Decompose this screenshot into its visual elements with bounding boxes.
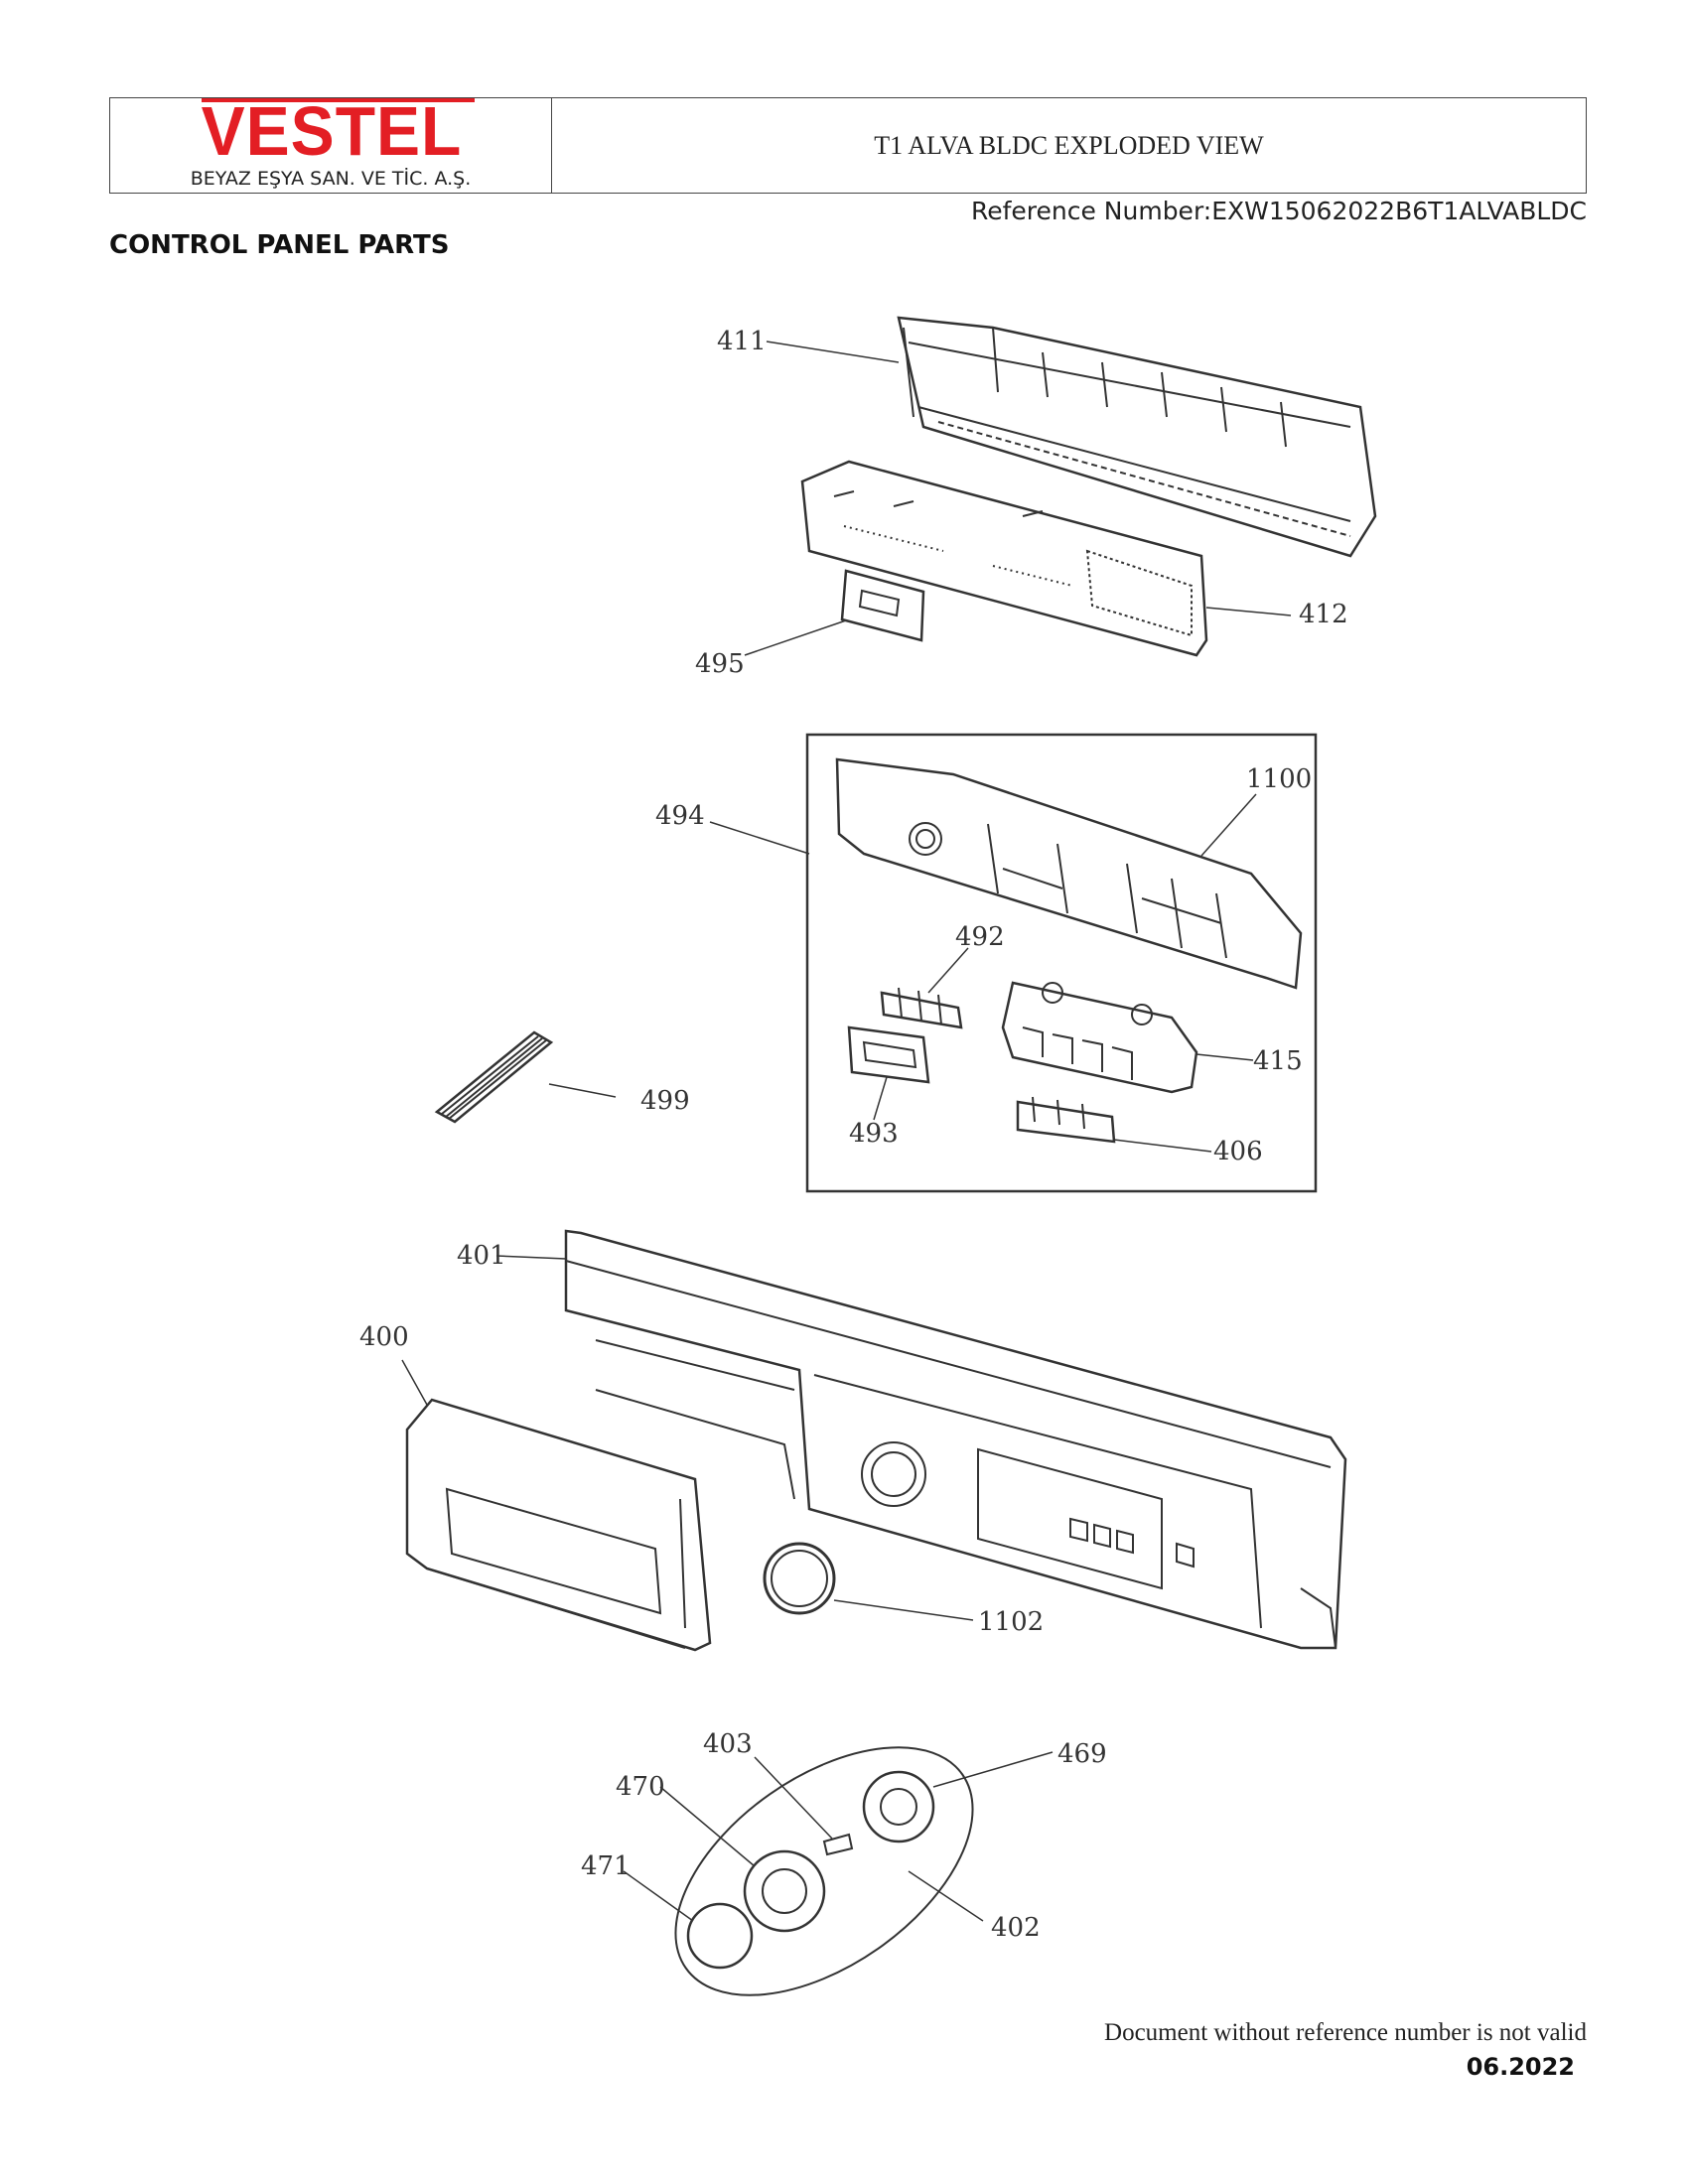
label-403: 403	[703, 1729, 753, 1759]
label-406: 406	[1213, 1137, 1263, 1166]
company-name: BEYAZ EŞYA SAN. VE TİC. A.Ş.	[190, 168, 472, 190]
section-title: CONTROL PANEL PARTS	[109, 230, 450, 260]
part-412-pcb	[800, 460, 1208, 657]
part-1100-button-frame	[835, 757, 1303, 990]
part-400-drawer	[405, 1398, 712, 1652]
part-406-switch	[1016, 1096, 1116, 1144]
part-401-control-panel	[564, 1229, 1347, 1650]
label-415: 415	[1253, 1046, 1303, 1076]
label-471: 471	[581, 1851, 631, 1881]
label-492: 492	[955, 922, 1005, 952]
part-402-knob-assembly	[674, 1746, 974, 1996]
part-495-display-board	[840, 569, 925, 642]
part-494-group-box	[805, 733, 1318, 1193]
part-411-frame	[897, 316, 1377, 558]
document-title: T1 ALVA BLDC EXPLODED VIEW	[874, 130, 1264, 160]
footer-validity-note: Document without reference number is not…	[1104, 2019, 1587, 2046]
part-499-ribbon-cable	[434, 1030, 554, 1124]
label-494: 494	[655, 801, 705, 831]
reference-number: Reference Number:EXW15062022B6T1ALVABLDC	[970, 197, 1587, 225]
part-492-connector	[880, 987, 963, 1029]
label-401: 401	[457, 1241, 506, 1271]
header-table: VESTEL BEYAZ EŞYA SAN. VE TİC. A.Ş. T1 A…	[109, 92, 1587, 194]
label-402: 402	[991, 1913, 1041, 1943]
label-470: 470	[616, 1772, 665, 1802]
label-400: 400	[359, 1322, 409, 1352]
logo-top-bar	[202, 98, 475, 102]
part-1102-ring	[763, 1542, 836, 1615]
label-412: 412	[1299, 600, 1348, 629]
part-493-display-module	[847, 1025, 930, 1084]
part-470-knob	[743, 1849, 826, 1933]
label-469: 469	[1057, 1739, 1107, 1769]
footer-date: 06.2022	[1466, 2053, 1575, 2081]
part-469-encoder	[862, 1770, 935, 1843]
label-411: 411	[717, 327, 767, 356]
part-403-shaft	[822, 1833, 854, 1856]
label-493: 493	[849, 1119, 899, 1149]
vestel-logo: VESTEL	[201, 92, 463, 170]
label-495: 495	[695, 649, 745, 679]
label-1100: 1100	[1246, 764, 1312, 794]
leader-lines	[401, 341, 1292, 1922]
label-1102: 1102	[978, 1607, 1044, 1637]
part-415-button-block	[1001, 981, 1198, 1094]
part-471-knob-cap	[686, 1902, 754, 1970]
label-499: 499	[640, 1086, 690, 1116]
logo-cell: VESTEL BEYAZ EŞYA SAN. VE TİC. A.Ş.	[110, 92, 552, 193]
part-number-labels: 411 412 495 494 1100 492 415 493 406 499…	[359, 327, 1348, 1943]
